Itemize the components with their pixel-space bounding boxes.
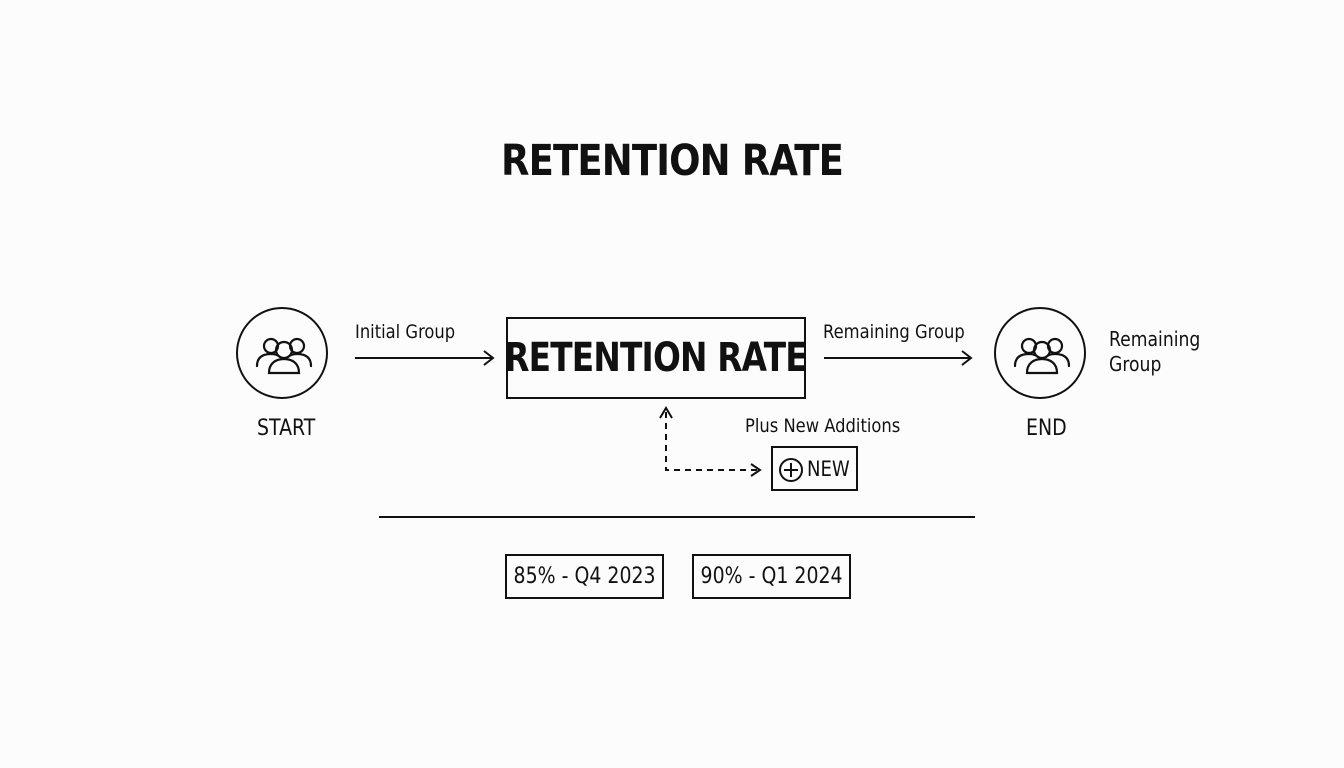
end-side-label-line1: Remaining <box>1109 327 1201 351</box>
stat-box-q1-2024: 90% - Q1 2024 <box>692 554 851 599</box>
end-node-circle <box>994 307 1086 399</box>
remaining-group-arrow <box>824 350 973 366</box>
stat-label: 85% - Q4 2023 <box>513 564 656 589</box>
retention-rate-box: RETENTION RATE <box>504 317 808 399</box>
start-node-circle <box>236 307 328 399</box>
remaining-group-label: Remaining Group <box>823 321 965 343</box>
stat-label: 90% - Q1 2024 <box>700 564 843 589</box>
diagram-title: RETENTION RATE <box>500 136 844 186</box>
start-label: START <box>257 416 316 441</box>
people-group-icon <box>1013 337 1071 375</box>
new-additions-dashed-arrow <box>659 406 762 477</box>
initial-group-label: Initial Group <box>355 321 456 343</box>
end-side-label-line2: Group <box>1109 352 1162 376</box>
new-additions-box: NEW <box>771 446 858 491</box>
plus-circle-icon <box>779 458 803 482</box>
retention-rate-box-label: RETENTION RATE <box>504 335 808 381</box>
new-box-label: NEW <box>807 457 850 481</box>
initial-group-arrow <box>355 350 495 366</box>
stat-box-q4-2023: 85% - Q4 2023 <box>505 554 664 599</box>
people-group-icon <box>255 337 313 375</box>
end-label: END <box>1026 416 1067 441</box>
plus-new-additions-label: Plus New Additions <box>745 415 901 437</box>
divider-line <box>379 516 975 518</box>
